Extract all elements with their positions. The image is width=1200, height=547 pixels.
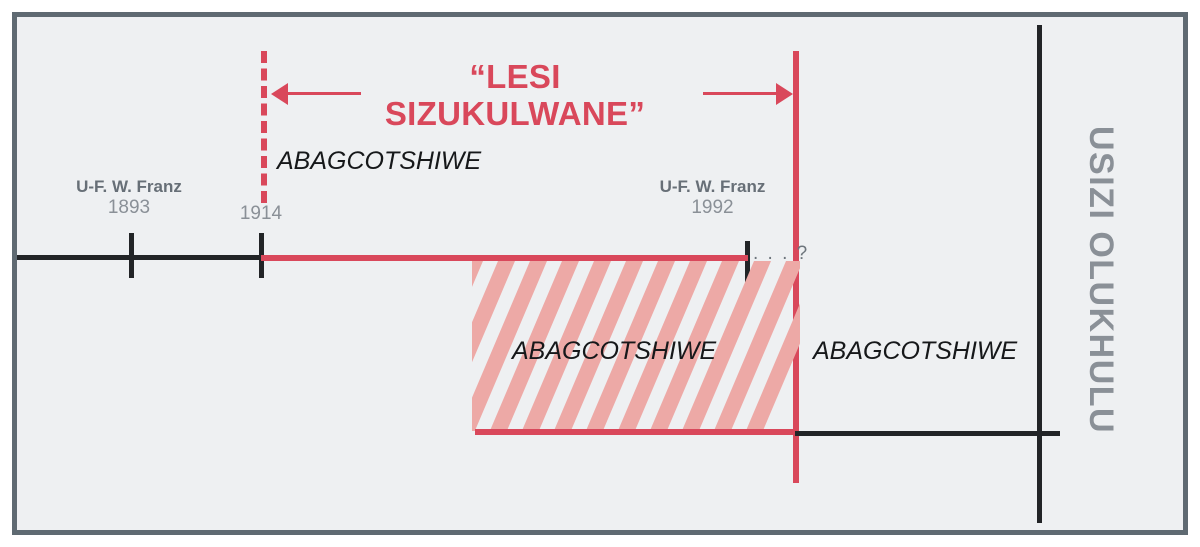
arrow-head-right-icon (776, 83, 793, 105)
marker-1992-name: U-F. W. Franz (659, 177, 766, 196)
tick-1992 (745, 241, 750, 286)
secondary-axis-bottom (795, 431, 1060, 436)
era-arrow-right (703, 83, 793, 105)
era-label-right: ABAGCOTSHIWE (813, 337, 1018, 365)
marker-1893: U-F. W. Franz 1893 (54, 177, 204, 219)
timeline-axis-red (261, 255, 748, 261)
arrow-shaft-left (287, 92, 361, 95)
hatched-band-baseline (475, 429, 799, 435)
future-axis-vertical (1037, 25, 1042, 523)
arrow-shaft-right (703, 92, 777, 95)
marker-1893-year: 1893 (107, 197, 151, 218)
marker-1992: U-F. W. Franz 1992 (635, 177, 790, 219)
tick-1893 (129, 233, 134, 278)
era-label-hatched: ABAGCOTSHIWE (512, 337, 717, 365)
side-axis-label: USIZI OLUKHULU (1082, 126, 1120, 435)
marker-1914: 1914 (216, 203, 306, 225)
continuation-marker: . . . ? (753, 243, 810, 264)
era-title: “LESI SIZUKULWANE” (384, 58, 646, 132)
diagram-frame: “LESI SIZUKULWANE” ABAGCOTSHIWE U-F. W. … (12, 12, 1188, 535)
era-arrow-left (271, 83, 361, 105)
marker-1914-year: 1914 (239, 203, 283, 224)
era-start-divider-1914 (261, 51, 267, 203)
era-label-top: ABAGCOTSHIWE (277, 147, 482, 175)
marker-1992-year: 1992 (691, 197, 734, 218)
marker-1893-name: U-F. W. Franz (76, 177, 182, 196)
arrow-head-left-icon (271, 83, 288, 105)
